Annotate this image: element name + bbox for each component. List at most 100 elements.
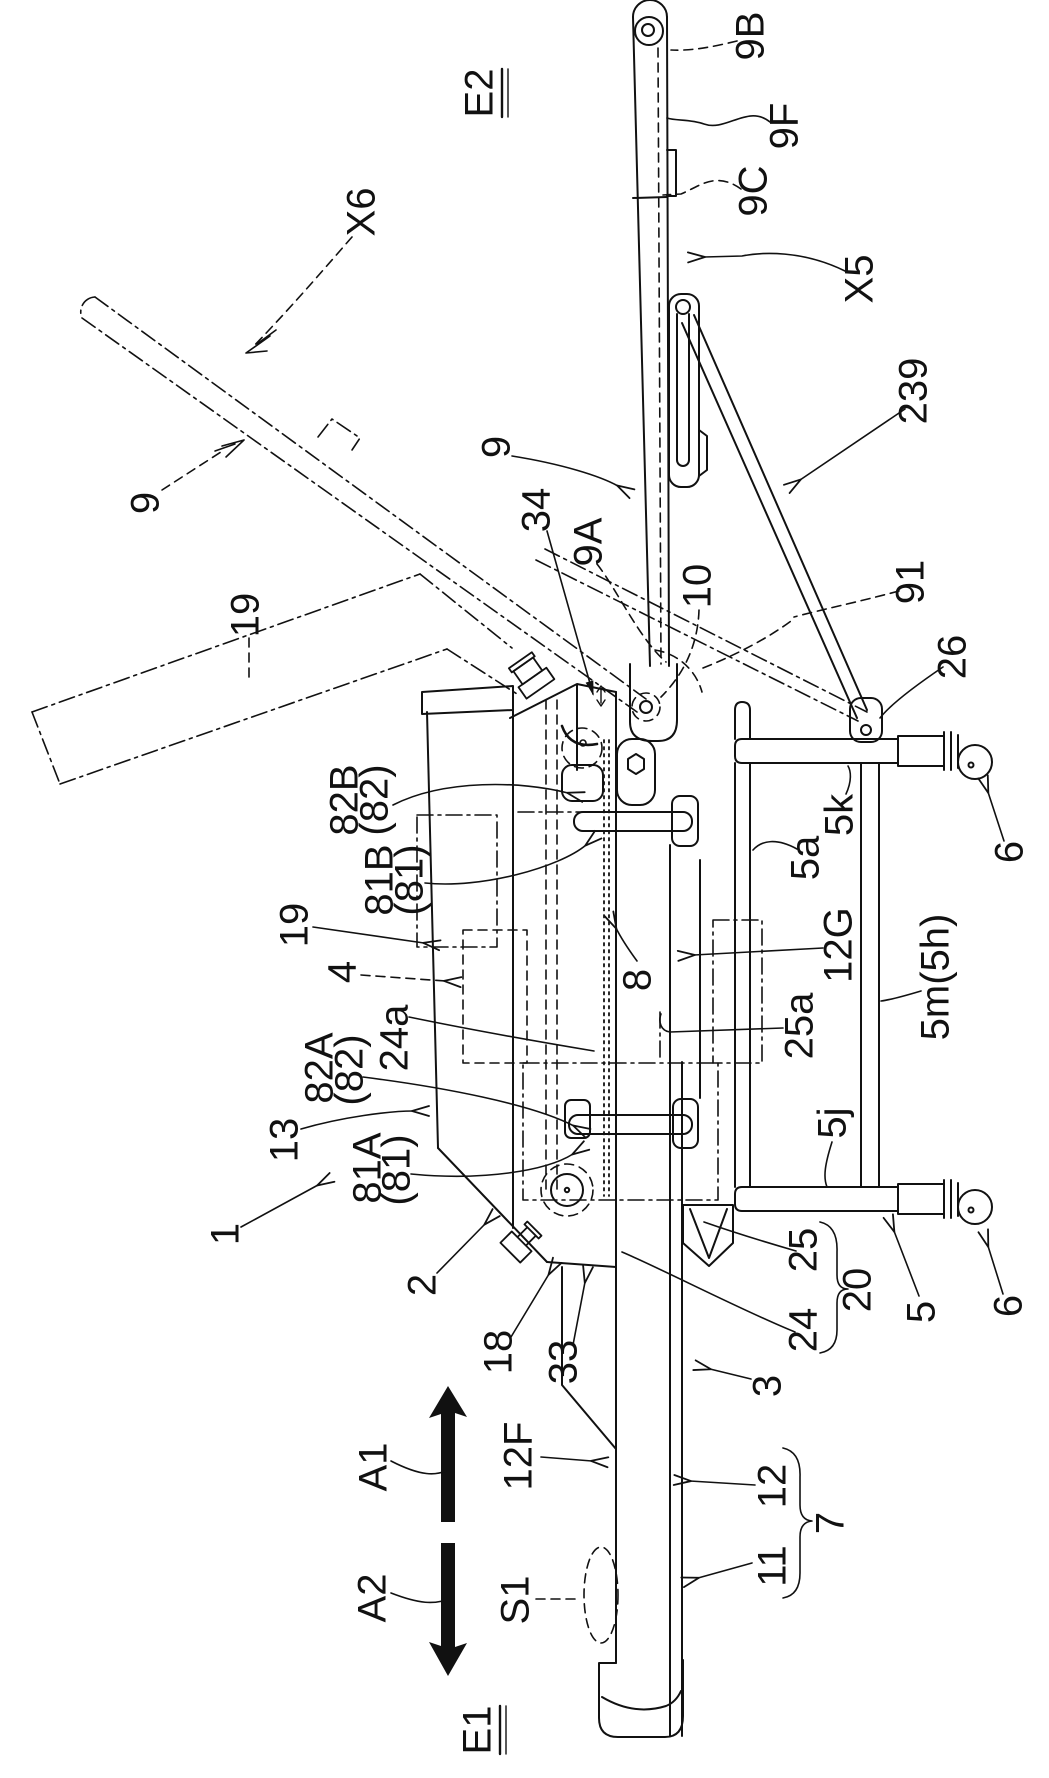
ref-label-82A: 82A <box>298 1032 342 1103</box>
phantom-rect-plate <box>522 1062 719 1201</box>
ref-label-5m5h: 5m(5h) <box>914 914 958 1041</box>
phantom-rect-guide <box>712 919 763 1064</box>
ref-label-E2: E2 <box>458 69 502 118</box>
ref-label-26: 26 <box>931 635 975 680</box>
pivot-bolt-hidden <box>631 692 661 722</box>
strut-lug-26 <box>849 697 883 743</box>
ref-label-25a: 25a <box>778 992 822 1059</box>
ref-label-X5: X5 <box>838 255 882 304</box>
filler-valve <box>507 651 556 700</box>
ref-label-X6: X6 <box>340 188 384 237</box>
roller-81B-block <box>561 764 604 802</box>
lower-rail-7 <box>598 691 734 1738</box>
belt-8 <box>603 739 610 1197</box>
strut-239 <box>681 314 883 743</box>
caster-wheel-bottom <box>957 1189 993 1225</box>
ref-label-81B: 81B <box>358 844 402 915</box>
ref-label-12: 12 <box>751 1464 795 1509</box>
ref-label-8: 8 <box>616 969 660 991</box>
roller-81A-hidden <box>540 1163 594 1217</box>
ref-label-5a: 5a <box>784 835 828 880</box>
ref-label-9-rail: 9 <box>475 436 519 458</box>
phantom-lines <box>31 296 868 1201</box>
ref-label-6-bottom: 6 <box>987 1295 1031 1317</box>
rail-foot <box>598 1659 684 1738</box>
leader-lines <box>161 40 1005 1604</box>
ref-label-9B: 9B <box>729 12 773 61</box>
ref-label-33: 33 <box>542 1340 586 1385</box>
ref-label-9A: 9A <box>567 517 611 566</box>
lid <box>421 685 514 715</box>
ref-label-5k: 5k <box>818 793 862 836</box>
pin-82B <box>573 811 693 832</box>
ref-label-9F: 9F <box>763 103 807 150</box>
phantom-strut <box>544 548 868 713</box>
ref-label-34: 34 <box>515 488 559 533</box>
ref-label-E1: E1 <box>456 1706 500 1755</box>
ref-label-25: 25 <box>782 1228 826 1273</box>
pin-82A <box>568 1114 693 1135</box>
pivot-joint-10 <box>629 663 678 742</box>
phantom-chute-edge <box>31 573 421 713</box>
phantom-chute-endcap <box>31 711 61 785</box>
ref-label-81B-paren: (81) <box>388 844 432 915</box>
ref-label-20: 20 <box>836 1268 880 1313</box>
rail-centerline-9C <box>657 47 662 665</box>
phantom-rect-hopper <box>416 814 498 948</box>
ref-label-A2: A2 <box>351 1574 395 1623</box>
ref-label-19-phantom: 19 <box>224 593 268 638</box>
section-ellipse-S1 <box>583 1546 619 1644</box>
ref-label-4: 4 <box>321 961 365 983</box>
hopper-body <box>421 651 617 1450</box>
ref-label-9-phantom: 9 <box>124 492 168 514</box>
roller-81A <box>550 1173 584 1207</box>
ref-label-82A-paren: (82) <box>328 1034 372 1105</box>
ref-label-239: 239 <box>892 358 936 425</box>
ref-label-19-hopper: 19 <box>273 903 317 948</box>
arrow-A2 <box>429 1543 467 1676</box>
v-bracket <box>682 1204 734 1267</box>
ref-label-13: 13 <box>263 1118 307 1163</box>
ref-label-82B-paren: (82) <box>353 764 397 835</box>
ref-label-24a: 24a <box>373 1004 417 1071</box>
ref-label-12F: 12F <box>497 1422 541 1491</box>
lug-bracket <box>616 738 656 806</box>
rail-9-solid <box>632 0 708 667</box>
arrow-A1 <box>429 1386 467 1522</box>
roller-81B-hidden <box>561 727 603 769</box>
ref-label-12G: 12G <box>817 907 861 983</box>
phantom-rail-tab <box>317 418 361 451</box>
clamp-18 <box>499 1220 543 1264</box>
ref-label-18: 18 <box>477 1330 521 1375</box>
ref-label-3: 3 <box>746 1375 790 1397</box>
ref-label-A1: A1 <box>352 1443 396 1492</box>
phantom-chute-edge <box>59 648 448 785</box>
ref-label-11: 11 <box>751 1545 795 1587</box>
phantom-strut <box>535 559 859 722</box>
ref-label-5j: 5j <box>811 1107 855 1138</box>
ref-label-1: 1 <box>204 1223 248 1245</box>
ref-label-10: 10 <box>676 564 720 609</box>
ref-label-82B: 82B <box>323 764 367 835</box>
ref-label-2: 2 <box>401 1274 445 1296</box>
ref-label-91: 91 <box>889 560 933 605</box>
ref-label-81A: 81A <box>346 1132 390 1203</box>
slot-bracket <box>668 293 700 488</box>
ref-label-81A-paren: (81) <box>375 1134 419 1205</box>
phantom-rail-edge <box>94 296 647 700</box>
phantom-chute-edge <box>419 573 513 649</box>
swing-arc-9A <box>654 649 703 693</box>
ref-label-6-top: 6 <box>988 841 1032 863</box>
ref-label-9C: 9C <box>732 165 776 216</box>
caster-wheel-top <box>957 744 993 780</box>
hidden-lines <box>462 47 703 1644</box>
phantom-rail-edge <box>81 317 638 713</box>
hex-bolt <box>627 753 645 775</box>
phantom-rail-endcap <box>79 296 96 319</box>
top-pulley-bore <box>641 23 655 37</box>
caster-frame-5 <box>734 701 993 1225</box>
ref-label-24: 24 <box>782 1308 826 1353</box>
